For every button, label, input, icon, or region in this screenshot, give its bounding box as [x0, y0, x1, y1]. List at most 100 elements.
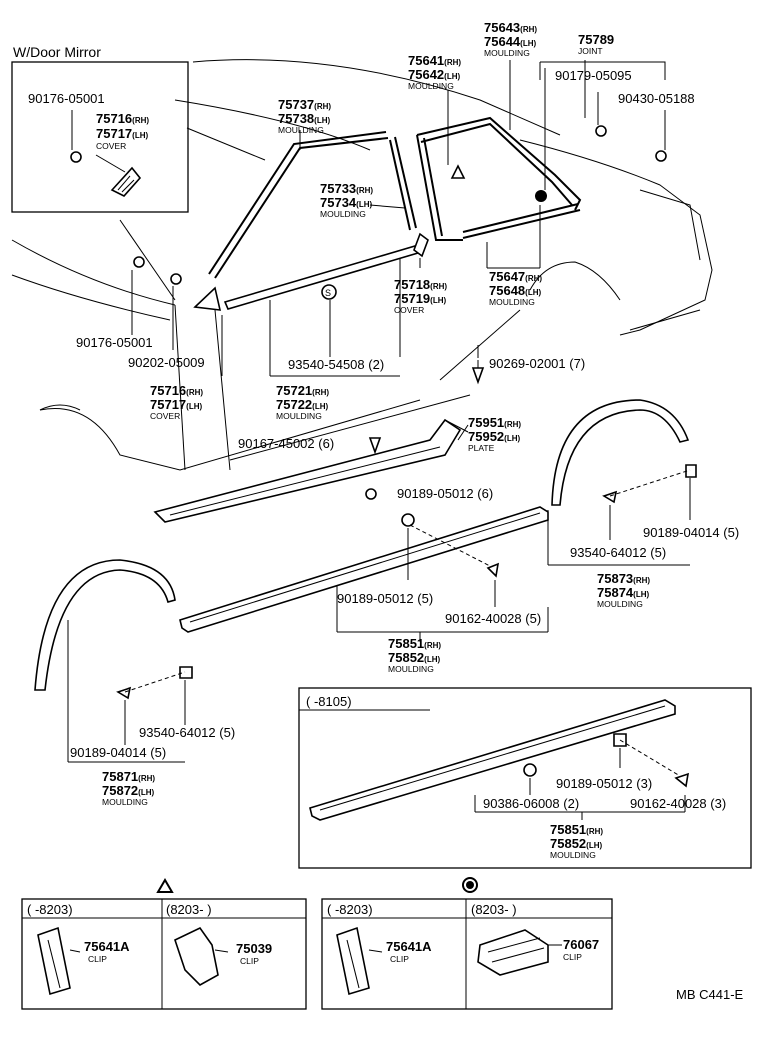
screw-90269: [471, 367, 485, 385]
label-moulding-75643: MOULDING: [484, 48, 530, 58]
nut-90189d: [179, 666, 193, 679]
nut-90176: [133, 256, 145, 268]
moulding-75721: [223, 245, 420, 310]
label-93540c: 93540-64012 (5): [139, 725, 236, 740]
label-90386-inset: 90386-06008 (2): [483, 796, 580, 811]
moulding-75851-inset: [309, 699, 676, 821]
label-moulding-75851: MOULDING: [388, 664, 434, 674]
figure-code: MB C441-E: [676, 987, 744, 1002]
label-moulding-75721: MOULDING: [276, 411, 322, 421]
label-75851-inset: 75851(RH): [550, 822, 604, 837]
car-body-outline: [11, 59, 713, 471]
moulding-75641: [416, 116, 582, 241]
label-90189-inset: 90189-05012 (3): [556, 776, 653, 791]
clip-left-range-b: (8203- ): [166, 902, 212, 917]
label-moulding-75647: MOULDING: [489, 297, 535, 307]
moulding-75647: [462, 203, 581, 239]
s-marker-label: S: [325, 288, 331, 298]
label-75871: 75871(RH): [102, 769, 156, 784]
label-75644: 75644(LH): [484, 34, 537, 49]
screw-93540c: [116, 686, 132, 700]
clip-left-range-a: ( -8203): [27, 902, 73, 917]
label-75737: 75737(RH): [278, 97, 332, 112]
label-moulding-inset: MOULDING: [550, 850, 596, 860]
label-90167: 90167-45002 (6): [238, 436, 335, 451]
label-90162a: 90162-40028 (5): [445, 611, 542, 626]
nut-90430: [655, 150, 667, 162]
label-75852-inset: 75852(LH): [550, 836, 603, 851]
label-75717-inset: 75717(LH): [96, 126, 149, 141]
label-93540a: 93540-54508 (2): [288, 357, 385, 372]
label-75874: 75874(LH): [597, 585, 650, 600]
label-75952: 75952(LH): [468, 429, 521, 444]
label-75734: 75734(LH): [320, 195, 373, 210]
clip-right-part-a: 75641A: [386, 939, 432, 954]
moulding-75871: [34, 559, 176, 691]
label-moulding-75871: MOULDING: [102, 797, 148, 807]
screw-90162a: [486, 562, 500, 578]
clip-75039: [174, 926, 229, 986]
nut-90386-inset: [523, 763, 537, 777]
inset-8105-range: ( -8105): [306, 694, 352, 709]
mirror-nut: [70, 151, 82, 163]
label-90202: 90202-05009: [128, 355, 205, 370]
label-75738: 75738(LH): [278, 111, 331, 126]
label-moulding-75733: MOULDING: [320, 209, 366, 219]
cover-75716: [193, 286, 222, 311]
label-75721: 75721(RH): [276, 383, 330, 398]
clip-right-name-a: CLIP: [390, 954, 409, 964]
label-75716-inset: 75716(RH): [96, 111, 150, 126]
clip-76067: [477, 929, 562, 976]
label-plate-75951: PLATE: [468, 443, 495, 453]
plate-75951: [153, 418, 469, 523]
label-90189c: 90189-05012 (5): [337, 591, 434, 606]
screw-90167: [368, 437, 382, 455]
label-cover-inset: COVER: [96, 141, 127, 151]
clip-left-name-b: CLIP: [240, 956, 259, 966]
label-90179: 90179-05095: [555, 68, 632, 83]
mirror-cover-part: [110, 166, 142, 197]
label-75642: 75642(LH): [408, 67, 461, 82]
leader-lines-rocker: [336, 528, 549, 642]
clip-marker-triangle: [156, 878, 174, 893]
s-marker: [321, 284, 337, 300]
inset-8105-box: [298, 687, 752, 869]
circle-marker: [535, 190, 547, 202]
label-75733: 75733(RH): [320, 181, 374, 196]
label-75718: 75718(RH): [394, 277, 448, 292]
label-75722: 75722(LH): [276, 397, 329, 412]
clip-marker-circle: [462, 877, 478, 893]
leader-lines-rear: [547, 478, 691, 566]
label-90189a: 90189-05012 (6): [397, 486, 494, 501]
screw-90162-inset: [674, 772, 690, 788]
label-90189d: 90189-04014 (5): [70, 745, 167, 760]
triangle-marker: [450, 164, 466, 179]
nut-90189a: [365, 488, 377, 500]
nut-90202: [170, 273, 182, 285]
label-90176-inset: 90176-05001: [28, 91, 105, 106]
clip-left-name-a: CLIP: [88, 954, 107, 964]
moulding-75733: [389, 136, 417, 231]
nut-90189b: [685, 464, 697, 478]
screw-93540b: [602, 490, 618, 504]
label-75851: 75851(RH): [388, 636, 442, 651]
clip-75641A-right: [336, 926, 383, 996]
label-90189b: 90189-04014 (5): [643, 525, 740, 540]
label-joint-75789: JOINT: [578, 46, 603, 56]
label-75951: 75951(RH): [468, 415, 522, 430]
label-90269: 90269-02001 (7): [489, 356, 586, 371]
label-75719: 75719(LH): [394, 291, 447, 306]
label-93540b: 93540-64012 (5): [570, 545, 667, 560]
inset-mirror-title: W/Door Mirror: [13, 44, 101, 60]
inset-mirror-box: [11, 61, 189, 213]
label-75648: 75648(LH): [489, 283, 542, 298]
label-75643: 75643(RH): [484, 20, 538, 35]
clip-75641A-left: [37, 926, 81, 996]
clip-right-range-b: (8203- ): [471, 902, 517, 917]
label-90176: 90176-05001: [76, 335, 153, 350]
leader-lines-front: [67, 620, 186, 763]
label-75716: 75716(RH): [150, 383, 204, 398]
label-75717: 75717(LH): [150, 397, 203, 412]
clip-box-right: [321, 898, 613, 1010]
